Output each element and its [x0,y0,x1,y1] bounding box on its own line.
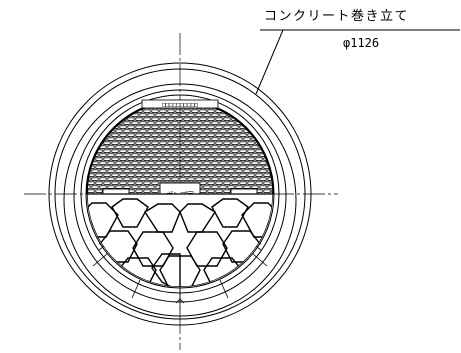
diameter-label: φ1126 [343,36,380,50]
leader-line [255,29,460,95]
brick-grating [86,100,274,195]
material-label: コンクリート巻き立て [264,9,410,24]
cover-inscription: □□□□□□□□□□ [162,102,199,109]
ring-segments [92,253,268,312]
hexagon-grating [87,194,273,287]
ring-notches [98,242,262,304]
cover-inscription-band: □□□□□□□□□□ [141,99,219,109]
